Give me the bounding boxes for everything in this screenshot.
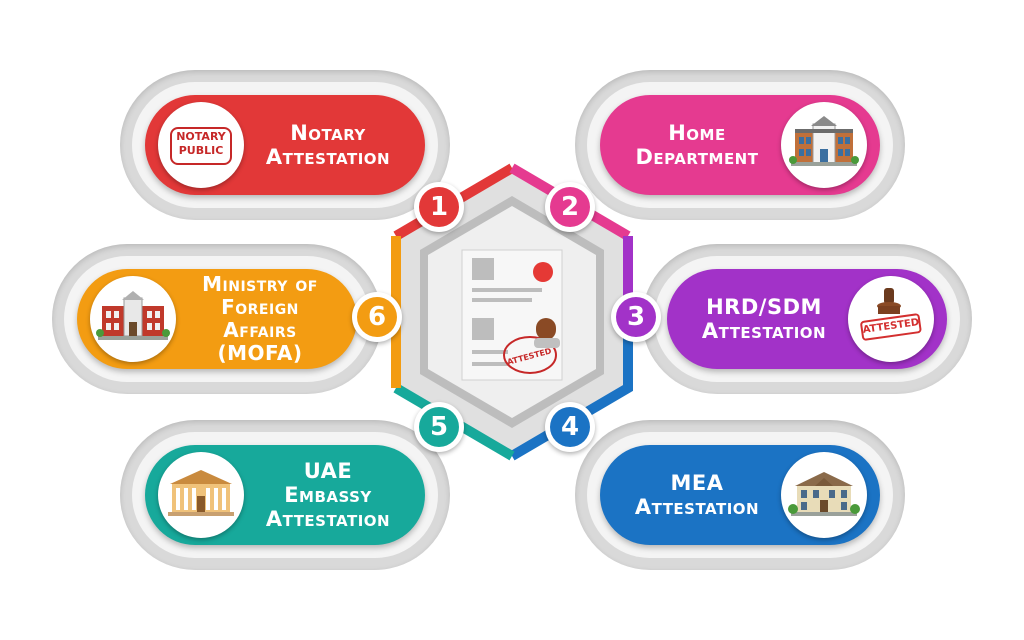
badge-line: NOTARY: [176, 130, 226, 143]
step-label-line: MEA: [670, 471, 724, 495]
notary-public-badge-icon: NOTARY PUBLIC: [158, 102, 244, 188]
step-number-disc: 4: [550, 407, 590, 447]
step-label-line: Attestation: [265, 145, 391, 169]
step-label: Notary Attestation: [238, 95, 418, 195]
step-label-line: Attestation: [634, 495, 760, 519]
ministry-building-icon: [90, 276, 176, 362]
step-number-disc: 6: [357, 297, 397, 337]
step-number-disc: 3: [616, 297, 656, 337]
step-label: HRD/SDM Attestation: [674, 269, 854, 369]
step-card-mea: MEA Attestation: [575, 420, 905, 570]
step-label-line: Notary: [290, 121, 366, 145]
step-card-uae-embassy: UAE Embassy Attestation: [120, 420, 450, 570]
step-number-5: 5: [414, 402, 464, 452]
step-label-line: Attestation: [701, 319, 827, 343]
step-label-line: (MOFA): [217, 341, 303, 365]
step-number-3: 3: [611, 292, 661, 342]
step-label-line: Embassy: [284, 483, 372, 507]
step-number-disc: 2: [550, 187, 590, 227]
step-label-line: Foreign: [221, 295, 299, 319]
attested-stamp-icon: ATTESTED: [848, 276, 934, 362]
step-number-4: 4: [545, 402, 595, 452]
step-card-home-department: Home Department: [575, 70, 905, 220]
step-label: MEA Attestation: [607, 445, 787, 545]
step-label-line: Affairs: [223, 318, 297, 342]
step-label-line: Department: [635, 145, 759, 169]
step-card-mofa: Ministry of Foreign Affairs (MOFA): [52, 244, 382, 394]
step-label-line: HRD/SDM: [706, 295, 822, 319]
step-number-disc: 5: [419, 407, 459, 447]
step-label-line: UAE: [303, 459, 353, 483]
step-card-notary: NOTARY PUBLIC Notary Attestation: [120, 70, 450, 220]
step-card-hrd-sdm: ATTESTED HRD/SDM Attestation: [642, 244, 972, 394]
step-label: Home Department: [607, 95, 787, 195]
step-number-disc: 1: [419, 187, 459, 227]
mansion-icon: [781, 452, 867, 538]
step-number-2: 2: [545, 182, 595, 232]
step-number-6: 6: [352, 292, 402, 342]
step-label: Ministry of Foreign Affairs (MOFA): [170, 269, 350, 369]
badge-line: PUBLIC: [178, 144, 224, 157]
step-label-line: Home: [668, 121, 726, 145]
step-label: UAE Embassy Attestation: [238, 445, 418, 545]
embassy-building-icon: [158, 452, 244, 538]
step-label-line: Ministry of: [202, 272, 318, 296]
attested-document-icon: [461, 249, 563, 381]
step-label-line: Attestation: [265, 507, 391, 531]
building-icon: [781, 102, 867, 188]
step-number-1: 1: [414, 182, 464, 232]
